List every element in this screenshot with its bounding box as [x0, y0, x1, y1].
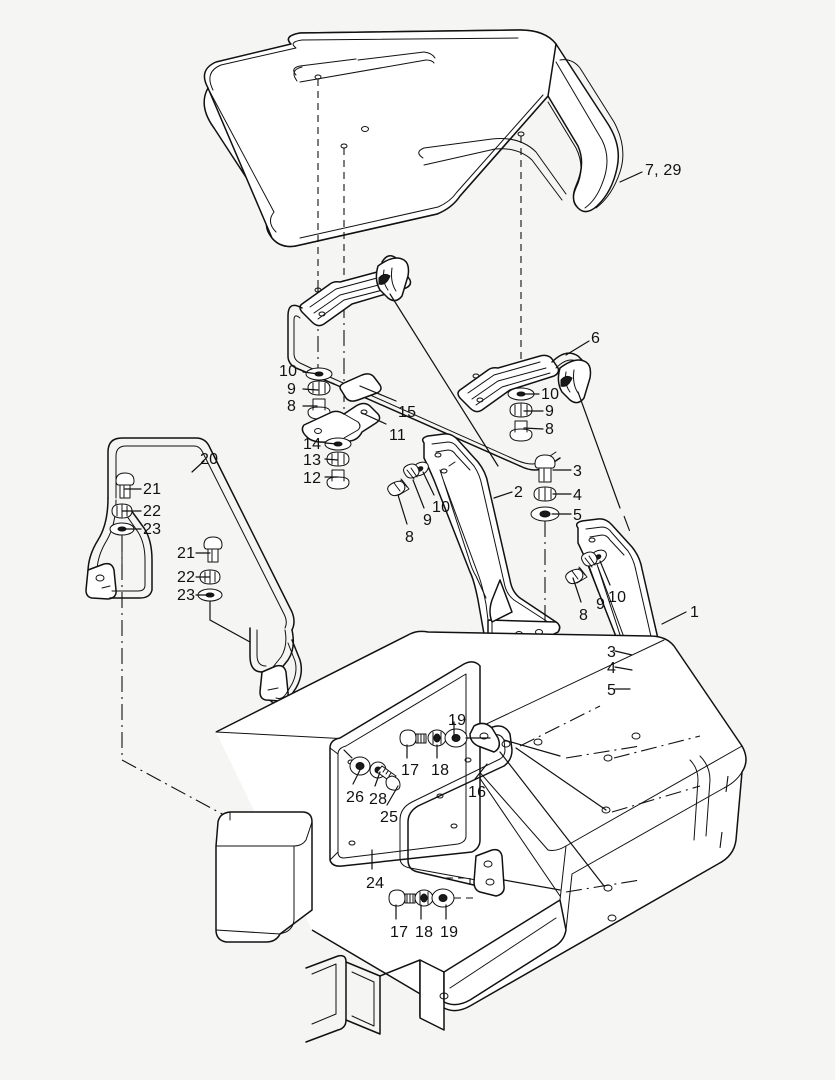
- callout-label-19: 19: [440, 924, 459, 941]
- leader-handrail-bot: [503, 879, 561, 891]
- fastener-stack-left-upper: [305, 367, 333, 420]
- leader-10: [599, 560, 611, 586]
- leader-15: [359, 385, 397, 402]
- callout-label-2: 2: [514, 484, 524, 501]
- callout-label-8: 8: [579, 607, 589, 624]
- callout-label-21: 21: [177, 545, 196, 562]
- callout-label-11: 11: [389, 427, 407, 444]
- callout-label-9: 9: [287, 381, 297, 398]
- callout-label-9: 9: [596, 596, 606, 613]
- leader-1: [661, 611, 687, 625]
- callout-label-10: 10: [432, 499, 451, 516]
- callout-label-8: 8: [405, 529, 415, 546]
- side-panel-24-part: [329, 661, 481, 867]
- leader-frame-end-left: [389, 293, 499, 467]
- callout-label-23: 23: [143, 521, 162, 538]
- handrail-16-part: [399, 722, 641, 897]
- bracket-11-part: [301, 402, 381, 443]
- leader-11: [361, 412, 387, 425]
- leader-16: [474, 763, 488, 780]
- leader-9: [588, 565, 599, 592]
- callout-label-19: 19: [448, 712, 467, 729]
- callout-label-18: 18: [415, 924, 434, 941]
- leader-2: [493, 491, 513, 499]
- callout-label-5: 5: [607, 682, 617, 699]
- leader-25: [386, 785, 399, 806]
- callout-label-21: 21: [143, 481, 162, 498]
- leader-6: [565, 340, 590, 356]
- callout-label-22: 22: [177, 569, 196, 586]
- leader-9: [412, 479, 425, 509]
- guard-frame-20-part: [85, 437, 303, 707]
- callout-label-10: 10: [541, 386, 560, 403]
- fastener-stack-bracket-lower: [324, 437, 352, 490]
- machine-body: [215, 630, 747, 1043]
- leader-7-29: [619, 171, 643, 183]
- callout-label-28: 28: [369, 791, 388, 808]
- leader-frame-to-post: [577, 391, 621, 509]
- centerline-handrail-bot: [565, 879, 641, 893]
- leader-13: [324, 458, 339, 461]
- callout-label-17: 17: [401, 762, 420, 779]
- callout-label-8: 8: [545, 421, 555, 438]
- callout-leaders: [121, 171, 687, 920]
- canopy-top-part: [203, 29, 624, 248]
- fastener-group-17-18-19-bottom: [388, 888, 474, 908]
- centerline-deck-b: [611, 785, 701, 813]
- leader-deck-low: [499, 751, 605, 887]
- callout-label-9: 9: [545, 403, 555, 420]
- callout-label-16: 16: [468, 784, 487, 801]
- leader-14: [324, 442, 339, 445]
- centerline-deck-a: [613, 735, 701, 759]
- fastener-cluster-post-left: [387, 461, 429, 497]
- leader-8: [523, 427, 544, 430]
- leader-3: [614, 650, 633, 656]
- callout-label-9: 9: [423, 512, 433, 529]
- callout-label-26: 26: [346, 789, 365, 806]
- centerline-deck-c: [519, 705, 601, 747]
- callout-label-4: 4: [607, 660, 617, 677]
- callout-label-7-29: 7, 29: [645, 162, 682, 179]
- callout-label-12: 12: [303, 470, 322, 487]
- callout-label-25: 25: [380, 809, 399, 826]
- callout-label-18: 18: [431, 762, 450, 779]
- callout-label-3: 3: [573, 463, 583, 480]
- fastener-group-26-28-25: [343, 749, 401, 791]
- callout-label-24: 24: [366, 875, 385, 892]
- leader-10: [422, 471, 435, 496]
- leader-8: [397, 494, 408, 525]
- callout-label-22: 22: [143, 503, 162, 520]
- fastener-cluster-post-right: [565, 549, 607, 585]
- callout-label-20: 20: [200, 451, 219, 468]
- callout-label-8: 8: [287, 398, 297, 415]
- fastener-stack-right-upper: [507, 387, 535, 442]
- leader-deck-mid: [515, 747, 607, 811]
- leader-8: [572, 577, 582, 603]
- centerline-frame-post: [623, 515, 631, 533]
- leader-10: [302, 371, 320, 375]
- callout-label-15: 15: [398, 404, 417, 421]
- leader-9: [302, 388, 319, 391]
- callout-label-4: 4: [573, 487, 583, 504]
- leader-handrail-top: [503, 739, 561, 757]
- callout-label-13: 13: [303, 452, 322, 469]
- callout-label-1: 1: [690, 604, 700, 621]
- callout-label-10: 10: [279, 363, 298, 380]
- leader-26: [352, 769, 361, 785]
- leader-28: [374, 771, 381, 787]
- centerline-handrail-top: [565, 745, 641, 759]
- canopy-frame-upper-part: [287, 255, 592, 471]
- callout-label-17: 17: [390, 924, 409, 941]
- callout-label-5: 5: [573, 507, 583, 524]
- callout-label-3: 3: [607, 644, 617, 661]
- callout-label-14: 14: [303, 436, 322, 453]
- callout-label-23: 23: [177, 587, 196, 604]
- callout-label-6: 6: [591, 330, 601, 347]
- leader-20: [191, 460, 205, 473]
- callout-label-10: 10: [608, 589, 627, 606]
- leader-4: [614, 666, 633, 671]
